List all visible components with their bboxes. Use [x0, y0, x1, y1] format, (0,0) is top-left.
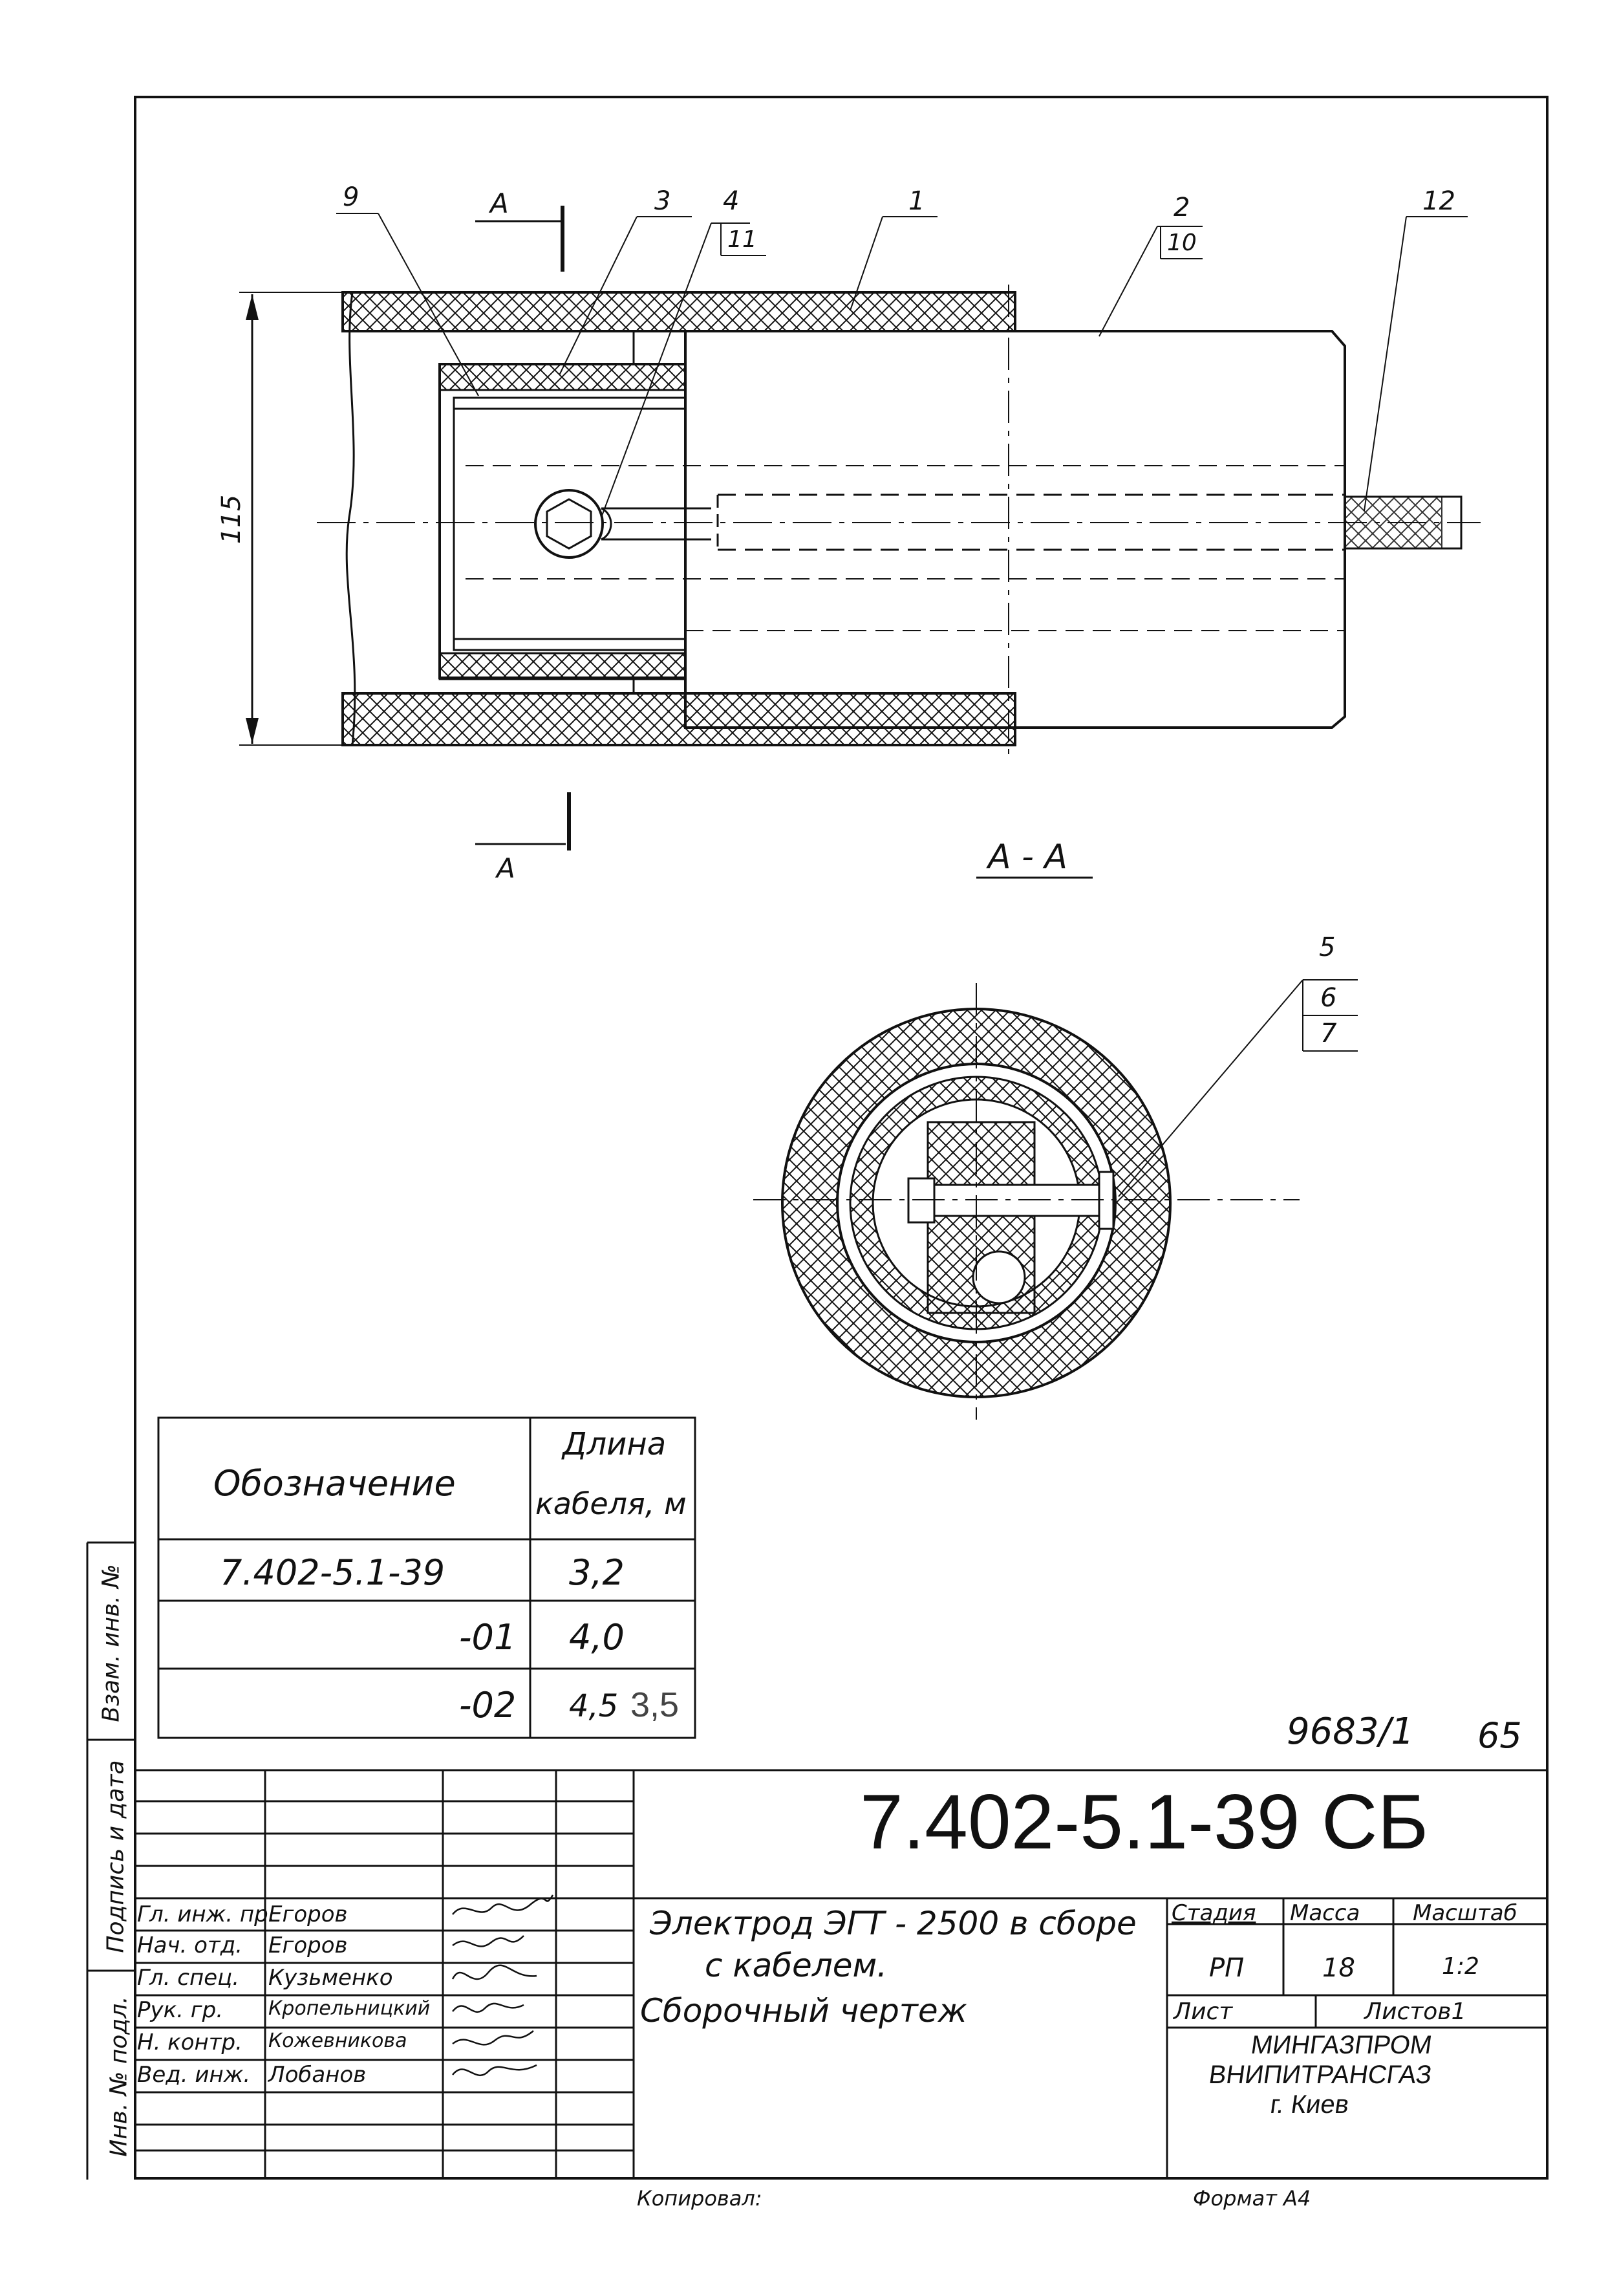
signer-name-4: Кропельницкий — [268, 1997, 431, 2020]
section-mark-bottom: A — [497, 852, 515, 884]
side-stamp-sign-date: Подпись и дата — [102, 1760, 129, 1953]
document-name-line1: Электрод ЭГТ - 2500 в сборе — [650, 1905, 1137, 1942]
label-item-12: 12 — [1422, 186, 1455, 216]
signer-name-5: Кожевникова — [268, 2030, 407, 2052]
scale-label: Масштаб — [1413, 1900, 1517, 1926]
table-row-1-designation: 7.402-5.1-39 — [220, 1552, 445, 1593]
label-item-6: 6 — [1320, 983, 1337, 1013]
scale-value: 1:2 — [1442, 1953, 1479, 1980]
sleeve-top-hatch — [341, 291, 1016, 332]
side-stamp-lines — [86, 1541, 134, 2180]
signer-name-6: Лобанов — [268, 2062, 367, 2088]
cable-table-lines — [157, 1416, 696, 1739]
document-code: 7.402-5.1-39 СБ — [860, 1779, 1429, 1865]
label-item-5: 5 — [1319, 933, 1336, 962]
table-header-length-2: кабеля, м — [535, 1486, 687, 1521]
section-view — [753, 983, 1300, 1420]
table-header-length-1: Длина — [563, 1426, 667, 1462]
side-stamp-inv-orig: Инв. № подл. — [105, 1996, 133, 2157]
label-item-7: 7 — [1320, 1019, 1337, 1048]
signer-role-6: Вед. инж. — [137, 2062, 251, 2088]
label-item-1: 1 — [908, 186, 925, 216]
label-item-11: 11 — [727, 226, 757, 253]
signer-name-1: Егоров — [268, 1901, 348, 1927]
signer-role-4: Рук. гр. — [137, 1997, 224, 2023]
table-row-3-correction: 3,5 — [630, 1685, 680, 1724]
signer-name-3: Кузьменко — [268, 1965, 393, 1991]
table-row-2-length: 4,0 — [569, 1617, 625, 1658]
signer-role-2: Нач. отд. — [137, 1933, 243, 1958]
label-item-2: 2 — [1174, 193, 1190, 222]
sleeve-bottom-hatch — [341, 692, 1016, 746]
table-row-3-length: 4,5 — [569, 1688, 619, 1724]
table-row-2-designation: -01 — [459, 1617, 517, 1658]
signer-role-1: Гл. инж. пр. — [137, 1901, 275, 1927]
mass-label: Масса — [1290, 1900, 1360, 1926]
break-line — [345, 292, 356, 746]
label-item-3: 3 — [654, 186, 671, 216]
title-block-lines — [134, 1769, 1549, 2180]
table-row-1-length: 3,2 — [569, 1552, 625, 1593]
stage-value: РП — [1209, 1953, 1245, 1983]
table-row-3-designation: -02 — [459, 1685, 517, 1726]
label-item-4: 4 — [723, 186, 740, 216]
signer-name-2: Егоров — [268, 1933, 348, 1958]
signer-role-5: Н. контр. — [137, 2030, 242, 2055]
document-name-line2: с кабелем. — [705, 1947, 888, 1984]
sheet-label: Лист — [1174, 1998, 1233, 2025]
table-header-designation: Обозначение — [213, 1463, 456, 1504]
stage-label: Стадия — [1172, 1900, 1256, 1926]
signer-role-3: Гл. спец. — [137, 1965, 240, 1991]
sheets-label: Листов1 — [1364, 1998, 1466, 2025]
label-item-9: 9 — [343, 182, 359, 212]
electrode-body — [684, 330, 1346, 729]
drawing-frame — [134, 96, 1549, 2180]
page-number: 65 — [1477, 1715, 1522, 1756]
label-item-10: 10 — [1167, 230, 1197, 256]
mass-value: 18 — [1322, 1953, 1355, 1983]
section-title: A - A — [988, 838, 1067, 876]
document-name-line3: Сборочный чертеж — [640, 1992, 967, 2030]
section-mark-top: A — [490, 188, 509, 219]
footer-copied: Копировал: — [637, 2186, 762, 2211]
archive-number: 9683/1 — [1287, 1711, 1415, 1753]
footer-format: Формат А4 — [1193, 2186, 1311, 2211]
side-stamp-replace-inv: Взам. инв. № — [98, 1564, 125, 1722]
